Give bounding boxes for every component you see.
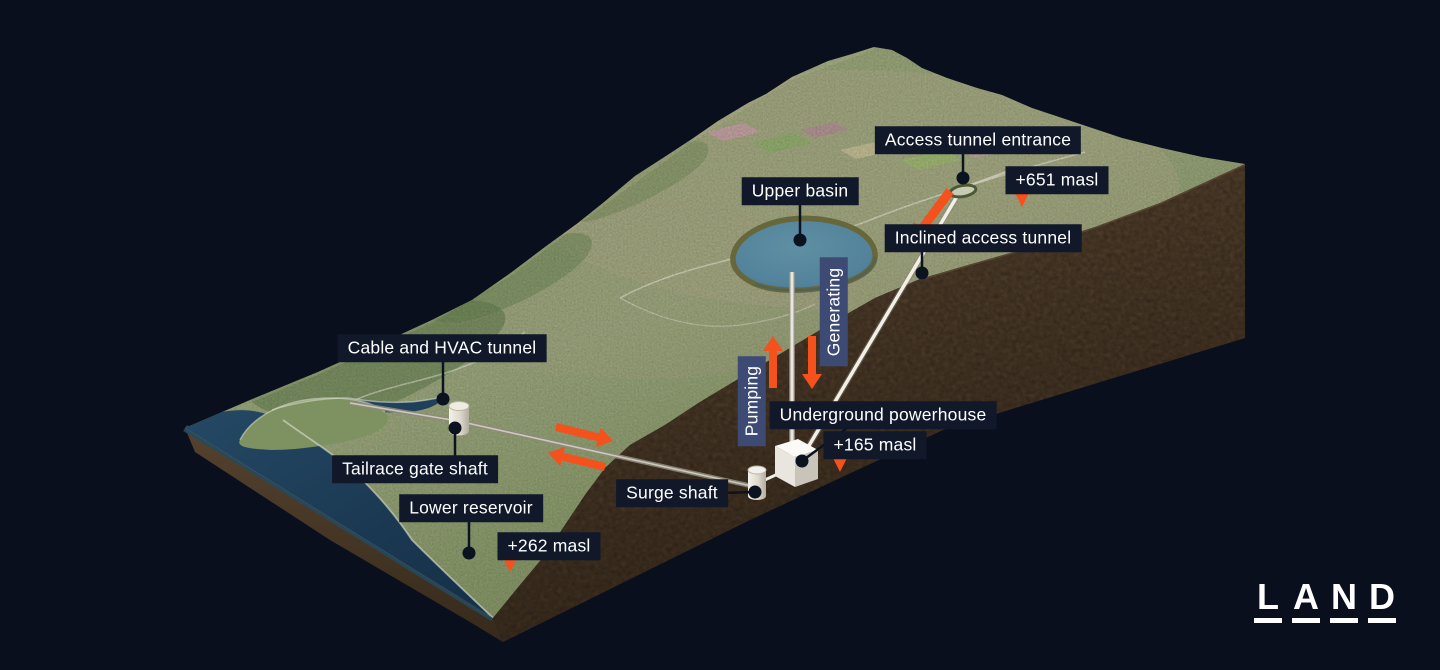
- label-tailrace-gate-shaft: Tailrace gate shaft: [332, 455, 498, 483]
- leader-dots: [436, 171, 970, 560]
- label-pumping: Pumping: [738, 355, 766, 447]
- logo-letter: L: [1257, 576, 1279, 617]
- logo-letter-block: L: [1254, 579, 1282, 623]
- label-upper-basin: Upper basin: [741, 177, 859, 205]
- elevation-262-marker-icon: [502, 556, 518, 572]
- logo-letter-block: N: [1330, 579, 1358, 623]
- upper-basin: [730, 215, 878, 294]
- logo-underline: [1330, 618, 1358, 623]
- elevation-165-marker-icon: [832, 456, 848, 472]
- elevation-651-marker-icon: [1014, 191, 1030, 207]
- terrain-base-sliver: [185, 428, 503, 642]
- label-generating: Generating: [820, 257, 848, 367]
- pumping-arrow-icon: [763, 336, 783, 388]
- label-cable-hvac-tunnel: Cable and HVAC tunnel: [337, 334, 547, 362]
- tailrace-flow-right-arrow-icon: [555, 423, 613, 448]
- logo-letter: N: [1331, 576, 1357, 617]
- label-underground-powerhouse: Underground powerhouse: [769, 401, 997, 429]
- logo-letter-block: D: [1368, 579, 1396, 623]
- land-logo: L A N D: [1254, 579, 1396, 623]
- logo-underline: [1368, 618, 1396, 623]
- label-lower-reservoir: Lower reservoir: [399, 494, 543, 522]
- generating-arrow-icon: [802, 336, 822, 389]
- label-access-tunnel-entrance: Access tunnel entrance: [874, 126, 1082, 154]
- elevation-markers: [502, 191, 1030, 572]
- lower-reservoir-water: [185, 397, 493, 618]
- logo-letter: D: [1369, 576, 1395, 617]
- logo-letter: A: [1293, 576, 1319, 617]
- logo-letter-block: A: [1292, 579, 1320, 623]
- label-elevation-262: +262 masl: [497, 532, 601, 560]
- label-elevation-165: +165 masl: [823, 431, 927, 459]
- label-elevation-651: +651 masl: [1005, 166, 1109, 194]
- tailrace-flow-left-arrow-icon: [548, 446, 606, 471]
- logo-underline: [1254, 618, 1282, 623]
- label-inclined-access-tunnel: Inclined access tunnel: [884, 224, 1082, 252]
- label-surge-shaft: Surge shaft: [616, 479, 728, 507]
- logo-underline: [1292, 618, 1320, 623]
